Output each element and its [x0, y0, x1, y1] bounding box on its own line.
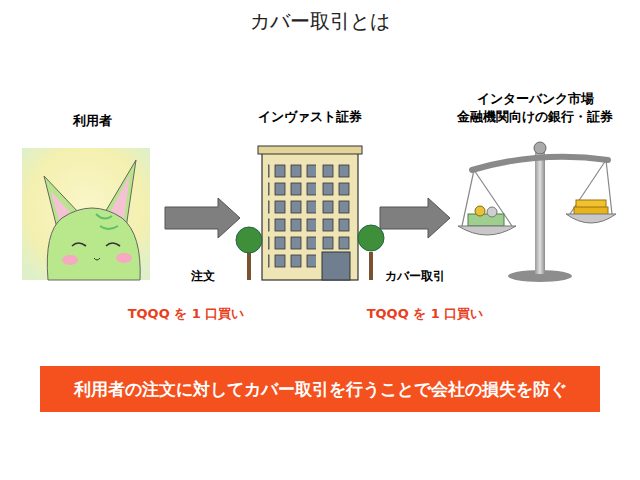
coin — [487, 207, 497, 217]
summary-band: 利用者の注文に対してカバー取引を行うことで会社の損失を防ぐ — [40, 366, 600, 412]
coin — [475, 206, 485, 216]
building-body — [262, 150, 358, 280]
user-illustration — [22, 148, 150, 280]
tree-trunk — [247, 252, 251, 280]
node-heading: インターバンク市場 — [450, 90, 620, 108]
scale-string — [462, 170, 512, 226]
picture-space — [450, 126, 620, 276]
scale-string — [570, 160, 612, 214]
node-heading: インヴァスト証券 — [240, 108, 380, 126]
building-windows — [268, 160, 316, 268]
cat-eye — [106, 243, 120, 246]
cat-stripes — [96, 214, 118, 229]
order-note: TQQQ を 1 口買い — [128, 305, 245, 323]
edge-label: 注文 — [191, 268, 215, 285]
block-arrow — [165, 198, 240, 238]
picture-space — [20, 130, 165, 266]
scale-pan — [566, 214, 616, 223]
cat-eye — [72, 243, 86, 246]
order-note: TQQQ を 1 口買い — [367, 305, 484, 323]
building-illustration — [236, 146, 384, 280]
cat-mouth — [94, 258, 100, 260]
market-node: インターバンク市場金融機関向けの銀行・証券 — [450, 90, 620, 276]
cat-head — [47, 208, 140, 280]
scale-beam — [472, 157, 608, 170]
user-node: 利用者 — [20, 112, 165, 266]
cat-cheek — [116, 253, 132, 263]
edge-label: カバー取引 — [385, 268, 445, 285]
picture-space — [240, 126, 380, 266]
tree-trunk — [369, 252, 373, 280]
block-arrow — [380, 198, 450, 238]
company-node: インヴァスト証券 — [240, 108, 380, 266]
illustration-background — [22, 148, 150, 280]
node-heading: 金融機関向けの銀行・証券 — [450, 108, 620, 126]
building-windows — [320, 160, 352, 250]
node-heading: 利用者 — [20, 112, 165, 130]
scale-post — [535, 150, 545, 274]
building-door — [322, 252, 350, 280]
banknotes — [468, 214, 504, 226]
diagram-title: カバー取引とは — [0, 8, 640, 35]
summary-text: 利用者の注文に対してカバー取引を行うことで会社の損失を防ぐ — [74, 378, 567, 401]
building-roof — [258, 146, 362, 154]
scale-pan — [458, 226, 516, 235]
tree — [236, 227, 262, 253]
scale-pivot — [534, 142, 546, 154]
scales-illustration — [458, 142, 616, 282]
cat-cheek — [62, 255, 78, 265]
